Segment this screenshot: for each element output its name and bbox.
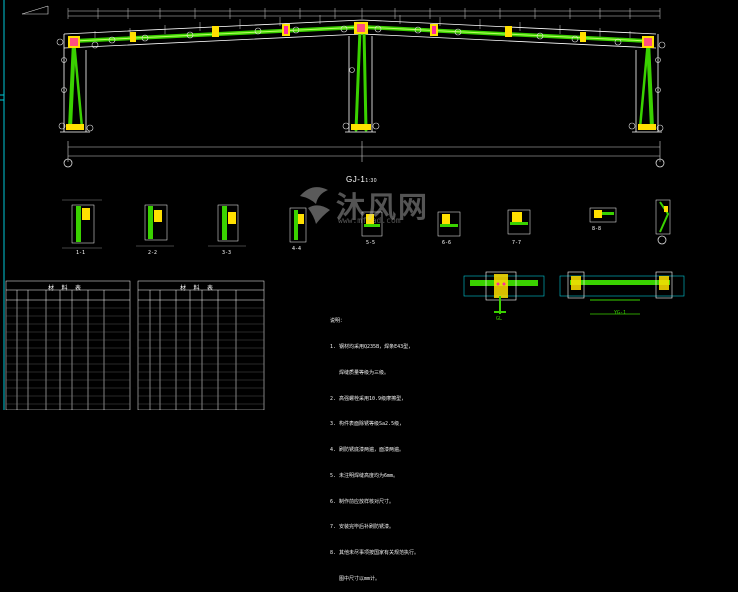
node-right-eave [642,36,654,48]
section-label-5: 5-5 [366,240,376,246]
beam-splice-detail [463,271,545,314]
tie-detail [559,271,685,315]
sheet-border-left [0,0,5,410]
node-mid-left [212,26,219,37]
material-table-2-title: 材 料 表 [180,286,217,292]
bottom-dimension-lines [67,141,661,162]
notes-line: 5. 未注明焊缝高度均为6mm。 [330,472,399,479]
notes-line: 图中尺寸以mm计。 [330,576,381,582]
node-detail-8 [589,207,617,223]
watermark-url: www.mfcad.com [338,216,401,225]
notes-line: 1. 钢材均采用Q235B，焊条E43型， [330,343,414,350]
node-left-eave [68,36,80,48]
axis-bubbles [63,158,665,168]
section-label-6: 6-6 [442,240,452,246]
node-left-splice [130,32,136,42]
notes-line: 3. 构件表面除锈等级Sa2.5级， [330,421,405,428]
node-ridge [354,22,368,34]
frame-title: GJ-11:30 [346,175,378,184]
material-table-2 [137,280,265,410]
section-label-4: 4-4 [292,246,302,252]
material-table-1-title: 材 料 表 [48,286,85,292]
material-table-1 [5,280,131,410]
node-base-right [638,124,656,130]
node-base-left [66,124,84,130]
notes-line: 2. 高强螺栓采用10.9级摩擦型， [330,395,407,402]
slope-symbol [21,5,49,15]
detail-label-gl: GL [496,316,503,322]
notes-line: 7. 安装完毕后补刷防锈漆。 [330,524,395,531]
node-detail-6 [437,211,461,237]
section-label-7: 7-7 [512,240,522,246]
node-left-center [282,24,290,36]
frame-members [68,24,654,132]
watermark-logo-icon [300,187,330,224]
node-mid-right [505,26,512,37]
notes-line: 8. 其他未尽事项按国家有关规范执行。 [330,550,420,557]
detail-label-yg: YG-1 [614,310,627,316]
top-dimension-lines [67,8,661,19]
node-detail-1 [62,199,102,249]
material-table-1-rows [6,307,130,405]
node-detail-4 [289,207,307,243]
section-label-8: 8-8 [592,226,602,232]
watermark-text: 沐风网 [336,190,430,224]
section-label-1: 1-1 [76,250,86,256]
node-base-center [351,124,371,130]
general-notes: 说明： 1. 钢材均采用Q235B，焊条E43型， 焊缝质量等级为三级。 2. … [330,300,419,592]
notes-line: 焊缝质量等级为三级。 [330,369,390,376]
frame-outline [60,19,662,133]
node-detail-3 [208,204,246,247]
section-markers [56,25,666,132]
frame-nodes [66,22,656,130]
material-table-2-rows [138,307,264,405]
node-detail-7 [507,209,531,235]
node-detail-5 [361,211,383,237]
node-right-center [430,24,438,36]
notes-line: 4. 刷防锈底漆两遍，面漆两遍。 [330,447,405,454]
section-label-3: 3-3 [222,250,232,256]
cad-drawing-canvas [0,0,685,410]
notes-line: 6. 制作前应放样核对尺寸。 [330,498,395,505]
node-detail-2 [136,204,174,247]
node-detail-9 [655,199,671,245]
section-label-2: 2-2 [148,250,158,256]
notes-heading: 说明： [330,318,346,325]
node-right-splice [580,32,586,42]
